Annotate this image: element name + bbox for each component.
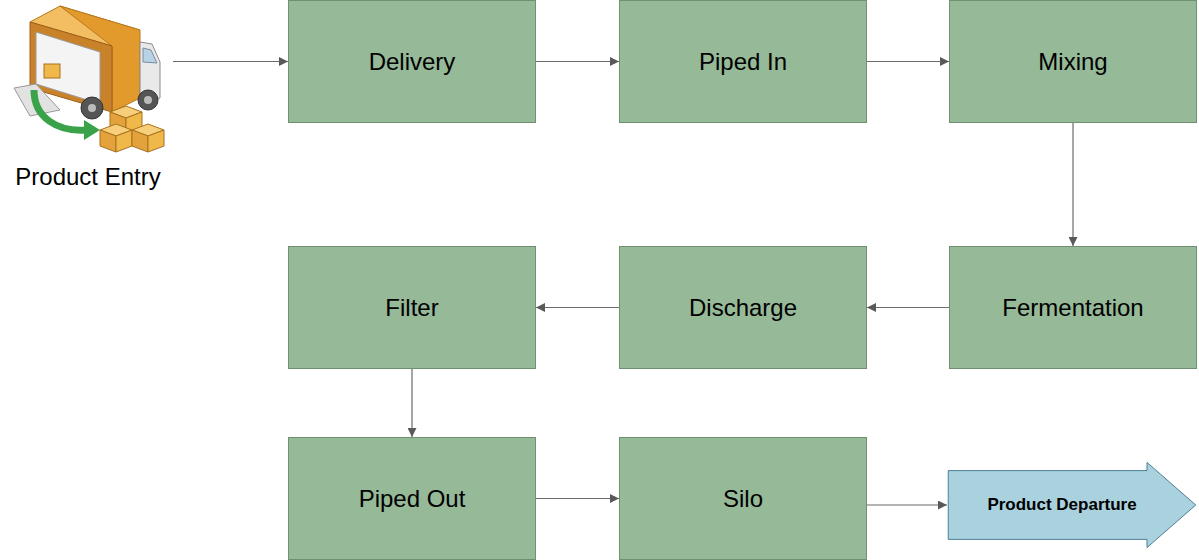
node-label: Fermentation — [1002, 294, 1143, 322]
process-box: Piped In — [619, 0, 867, 123]
node-label: Discharge — [689, 294, 797, 322]
process-box: Delivery — [288, 0, 536, 123]
node-label: Product Entry — [15, 163, 160, 191]
node-label: Piped Out — [359, 485, 466, 513]
node-label: Delivery — [369, 48, 456, 76]
flow-arrow — [536, 61, 619, 62]
node-label: Product Departure — [987, 495, 1136, 515]
arrow-shape: Product Departure — [947, 462, 1197, 548]
flow-arrow — [173, 61, 288, 62]
node-label: Piped In — [699, 48, 787, 76]
node-label: Silo — [723, 485, 763, 513]
node-label: Filter — [385, 294, 438, 322]
node-label: Mixing — [1038, 48, 1107, 76]
icon-node: Product Entry — [3, 0, 173, 195]
process-box: Mixing — [949, 0, 1197, 123]
flow-arrow — [867, 504, 947, 505]
process-box: Silo — [619, 437, 867, 560]
process-box: Discharge — [619, 246, 867, 369]
flow-arrow — [411, 369, 412, 437]
flow-arrow — [536, 307, 619, 308]
flow-arrow — [867, 61, 949, 62]
flow-arrow — [867, 307, 949, 308]
flow-arrow — [536, 498, 619, 499]
process-box: Fermentation — [949, 246, 1197, 369]
process-box: Filter — [288, 246, 536, 369]
truck-illustration — [0, 0, 175, 160]
process-box: Piped Out — [288, 437, 536, 560]
flow-arrow — [1072, 123, 1073, 246]
